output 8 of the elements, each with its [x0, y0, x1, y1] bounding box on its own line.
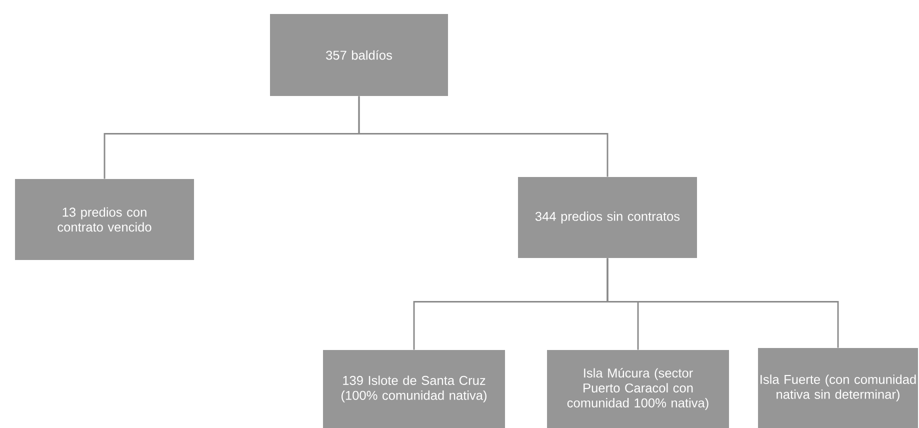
- process-box: 357 baldíos: [270, 14, 448, 96]
- process-box: Isla Fuerte (con comunidad nativa sin determinar): [758, 348, 918, 428]
- process-box: 344 predios sin contratos: [518, 177, 697, 258]
- connector-line: [606, 258, 839, 348]
- process-box: Isla Múcura (sector Puerto Caracol con comunidad 100% nativa): [547, 350, 730, 428]
- process-box: 13 predios con contrato vencido: [15, 179, 194, 260]
- connector-line: [358, 96, 608, 177]
- process-box: 139 Islote de Santa Cruz (100% comunidad nativa): [323, 350, 505, 428]
